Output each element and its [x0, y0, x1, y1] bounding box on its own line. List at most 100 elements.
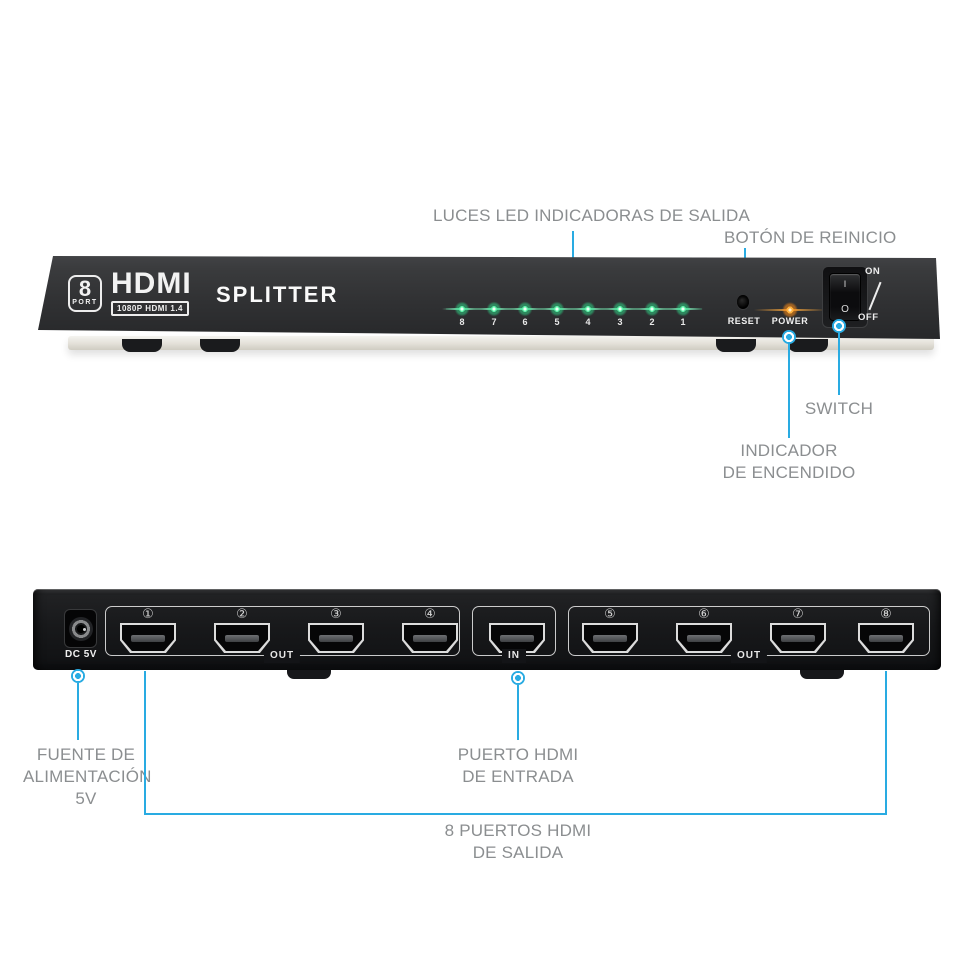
hdmi-port-in: [489, 589, 545, 669]
port-number: ⑧: [880, 607, 892, 622]
output-led-icon: [442, 301, 482, 317]
callout-bracket-right: [885, 671, 887, 815]
hdmi-port-icon: [214, 623, 270, 653]
led-number: 8: [459, 317, 465, 327]
power-switch: I O: [822, 266, 868, 328]
hdmi-8port-logo: 8 PORT: [68, 275, 102, 312]
port-number: ⑥: [698, 607, 710, 622]
port-number: ⑤: [604, 607, 616, 622]
dc-jack-ring: [68, 616, 93, 641]
hdmi-port-icon: [858, 623, 914, 653]
product-name-label: SPLITTER: [216, 282, 339, 307]
output-led-icon: [568, 301, 608, 317]
rubber-foot: [287, 670, 331, 679]
hdmi-port-icon: [582, 623, 638, 653]
switch-on-label: ON: [865, 266, 881, 277]
hdmi-port-out-8: ⑧: [858, 589, 914, 669]
dc-power-jack: [64, 609, 97, 648]
hdmi-brand-logo: HDMI: [111, 267, 192, 300]
dc-jack-pin: [82, 627, 86, 631]
logo-port-count: 8: [78, 276, 92, 301]
hdmi-port-icon: [402, 623, 458, 653]
hdmi-port-out-6: ⑥: [676, 589, 732, 669]
hdmi-port-out-2: ②: [214, 589, 270, 669]
dc-5v-label: DC 5V: [65, 649, 97, 660]
output-led-icon: [600, 301, 640, 317]
on-off-slash-icon: [868, 281, 882, 311]
callout-bracket-left: [144, 671, 146, 815]
port-number: ④: [424, 607, 436, 622]
callout-line-dc: [77, 683, 79, 740]
callout-output-leds: LUCES LED INDICADORAS DE SALIDA: [433, 206, 751, 225]
rubber-foot: [200, 339, 240, 352]
callout-dot-power: [782, 330, 796, 344]
callout-hdmi-outputs: 8 PUERTOS HDMI DE SALIDA: [441, 820, 595, 864]
port-number: ①: [142, 607, 154, 622]
rubber-foot: [788, 339, 828, 352]
rocker-switch: I O: [829, 273, 861, 321]
output-led-icon: [632, 301, 672, 317]
callout-input-line1: PUERTO HDMI: [457, 745, 579, 764]
switch-on-mark: I: [843, 279, 847, 289]
in-group-label: IN: [502, 649, 526, 663]
hdmi-spec-badge: 1080P HDMI 1.4: [111, 301, 189, 316]
led-number: 2: [649, 317, 655, 327]
hdmi-port-out-1: ①: [120, 589, 176, 669]
callout-dc-line2: ALIMENTACIÓN: [23, 767, 152, 786]
out-group-1-label: OUT: [263, 649, 301, 663]
callout-bracket-bottom: [144, 813, 887, 815]
rubber-foot: [122, 339, 162, 352]
callout-switch: SWITCH: [804, 399, 874, 418]
switch-off-mark: O: [841, 304, 849, 315]
hdmi-port-out-7: ⑦: [770, 589, 826, 669]
rubber-foot: [716, 339, 756, 352]
callout-dc-line1: FUENTE DE: [36, 745, 136, 764]
output-led-icon: [505, 301, 545, 317]
logo-port-label: PORT: [72, 299, 98, 306]
rubber-foot: [800, 670, 844, 679]
callout-line-input: [517, 685, 519, 740]
hdmi-port-icon: [770, 623, 826, 653]
led-number: 5: [554, 317, 560, 327]
callout-reset-button: BOTÓN DE REINICIO: [724, 228, 897, 247]
led-number: 6: [522, 317, 528, 327]
callout-power-supply: FUENTE DE ALIMENTACIÓN 5V: [23, 744, 152, 810]
product-rear-view: DC 5V ① ② ③ ④ ⑤ ⑥: [33, 589, 941, 670]
led-number: 7: [491, 317, 497, 327]
product-front-view: 8 PORT HDMI 1080P HDMI 1.4 SPLITTER 8 7 …: [38, 256, 940, 339]
callout-outputs-line1: 8 PUERTOS HDMI: [444, 821, 592, 840]
out-group-2-label: OUT: [730, 649, 768, 663]
hdmi-port-icon: [489, 623, 545, 653]
callout-line-switch: [838, 333, 840, 395]
reset-button: [737, 295, 749, 309]
port-number: ②: [236, 607, 248, 622]
callout-hdmi-input: PUERTO HDMI DE ENTRADA: [442, 744, 594, 788]
hdmi-port-out-3: ③: [308, 589, 364, 669]
callout-power-line2: DE ENCENDIDO: [722, 463, 856, 482]
switch-off-label: OFF: [858, 312, 879, 323]
led-number: 4: [585, 317, 591, 327]
callout-outputs-line2: DE SALIDA: [472, 843, 564, 862]
hdmi-port-out-5: ⑤: [582, 589, 638, 669]
hdmi-port-out-4: ④: [402, 589, 458, 669]
callout-line-power: [788, 344, 790, 438]
power-label: POWER: [771, 316, 809, 326]
callout-dot-switch: [832, 319, 846, 333]
callout-power-line1: INDICADOR: [740, 441, 838, 460]
led-number: 3: [617, 317, 623, 327]
output-led-icon: [663, 301, 703, 317]
callout-dc-line3: 5V: [75, 789, 97, 808]
callout-dot-input: [511, 671, 525, 685]
callout-dot-dc: [71, 669, 85, 683]
callout-power-indicator: INDICADOR DE ENCENDIDO: [713, 440, 865, 484]
hdmi-port-icon: [120, 623, 176, 653]
port-number: ⑦: [792, 607, 804, 622]
led-number: 1: [680, 317, 686, 327]
power-led-icon: [754, 301, 826, 319]
port-number: ③: [330, 607, 342, 622]
hdmi-port-icon: [308, 623, 364, 653]
callout-input-line2: DE ENTRADA: [462, 767, 574, 786]
output-led-icon: [537, 301, 577, 317]
hdmi-port-icon: [676, 623, 732, 653]
